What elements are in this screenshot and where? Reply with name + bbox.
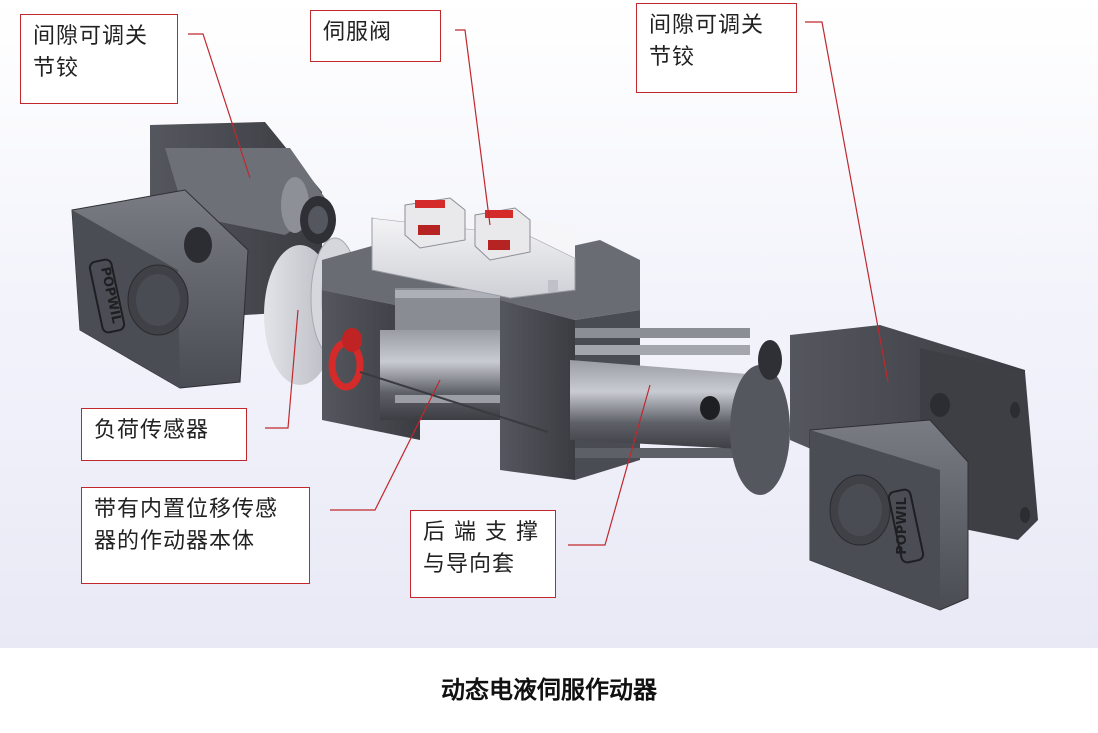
callout-hinge-right: 间隙可调关 节铰	[636, 3, 797, 93]
callout-hinge-left: 间隙可调关 节铰	[20, 14, 178, 104]
leader-hinge-right	[805, 21, 889, 383]
servo-valve-1	[404, 197, 466, 249]
brand-mark-right-text: POPWIL	[895, 497, 910, 555]
leader-lines	[188, 21, 889, 546]
leader-servo-valve	[455, 29, 491, 226]
leader-load-sensor	[265, 309, 299, 429]
servo-valve-2	[474, 207, 531, 261]
callout-rear-support: 后 端 支 撑 与导向套	[410, 510, 556, 598]
rear-guide-housing	[730, 340, 790, 495]
actuator-illustration: POPWIL	[71, 21, 1038, 611]
leader-actuator-body	[330, 379, 441, 511]
leader-rear-support	[568, 384, 651, 546]
callout-load-sensor: 负荷传感器	[81, 408, 247, 461]
callout-actuator-body: 带有内置位移传感 器的作动器本体	[81, 487, 310, 584]
right-hinge	[790, 325, 1038, 611]
cylinder-body	[380, 288, 515, 420]
sensor-rod	[359, 371, 549, 433]
lifting-eye	[328, 328, 364, 391]
leader-hinge-left	[188, 33, 251, 179]
figure-caption: 动态电液伺服作动器	[441, 675, 657, 704]
rear-cylinder	[570, 360, 760, 450]
callout-servo-valve: 伺服阀	[310, 10, 441, 62]
left-hinge	[71, 122, 336, 389]
brand-mark-right: POPWIL	[887, 488, 925, 564]
diagram-stage: POPWIL	[0, 0, 1098, 648]
